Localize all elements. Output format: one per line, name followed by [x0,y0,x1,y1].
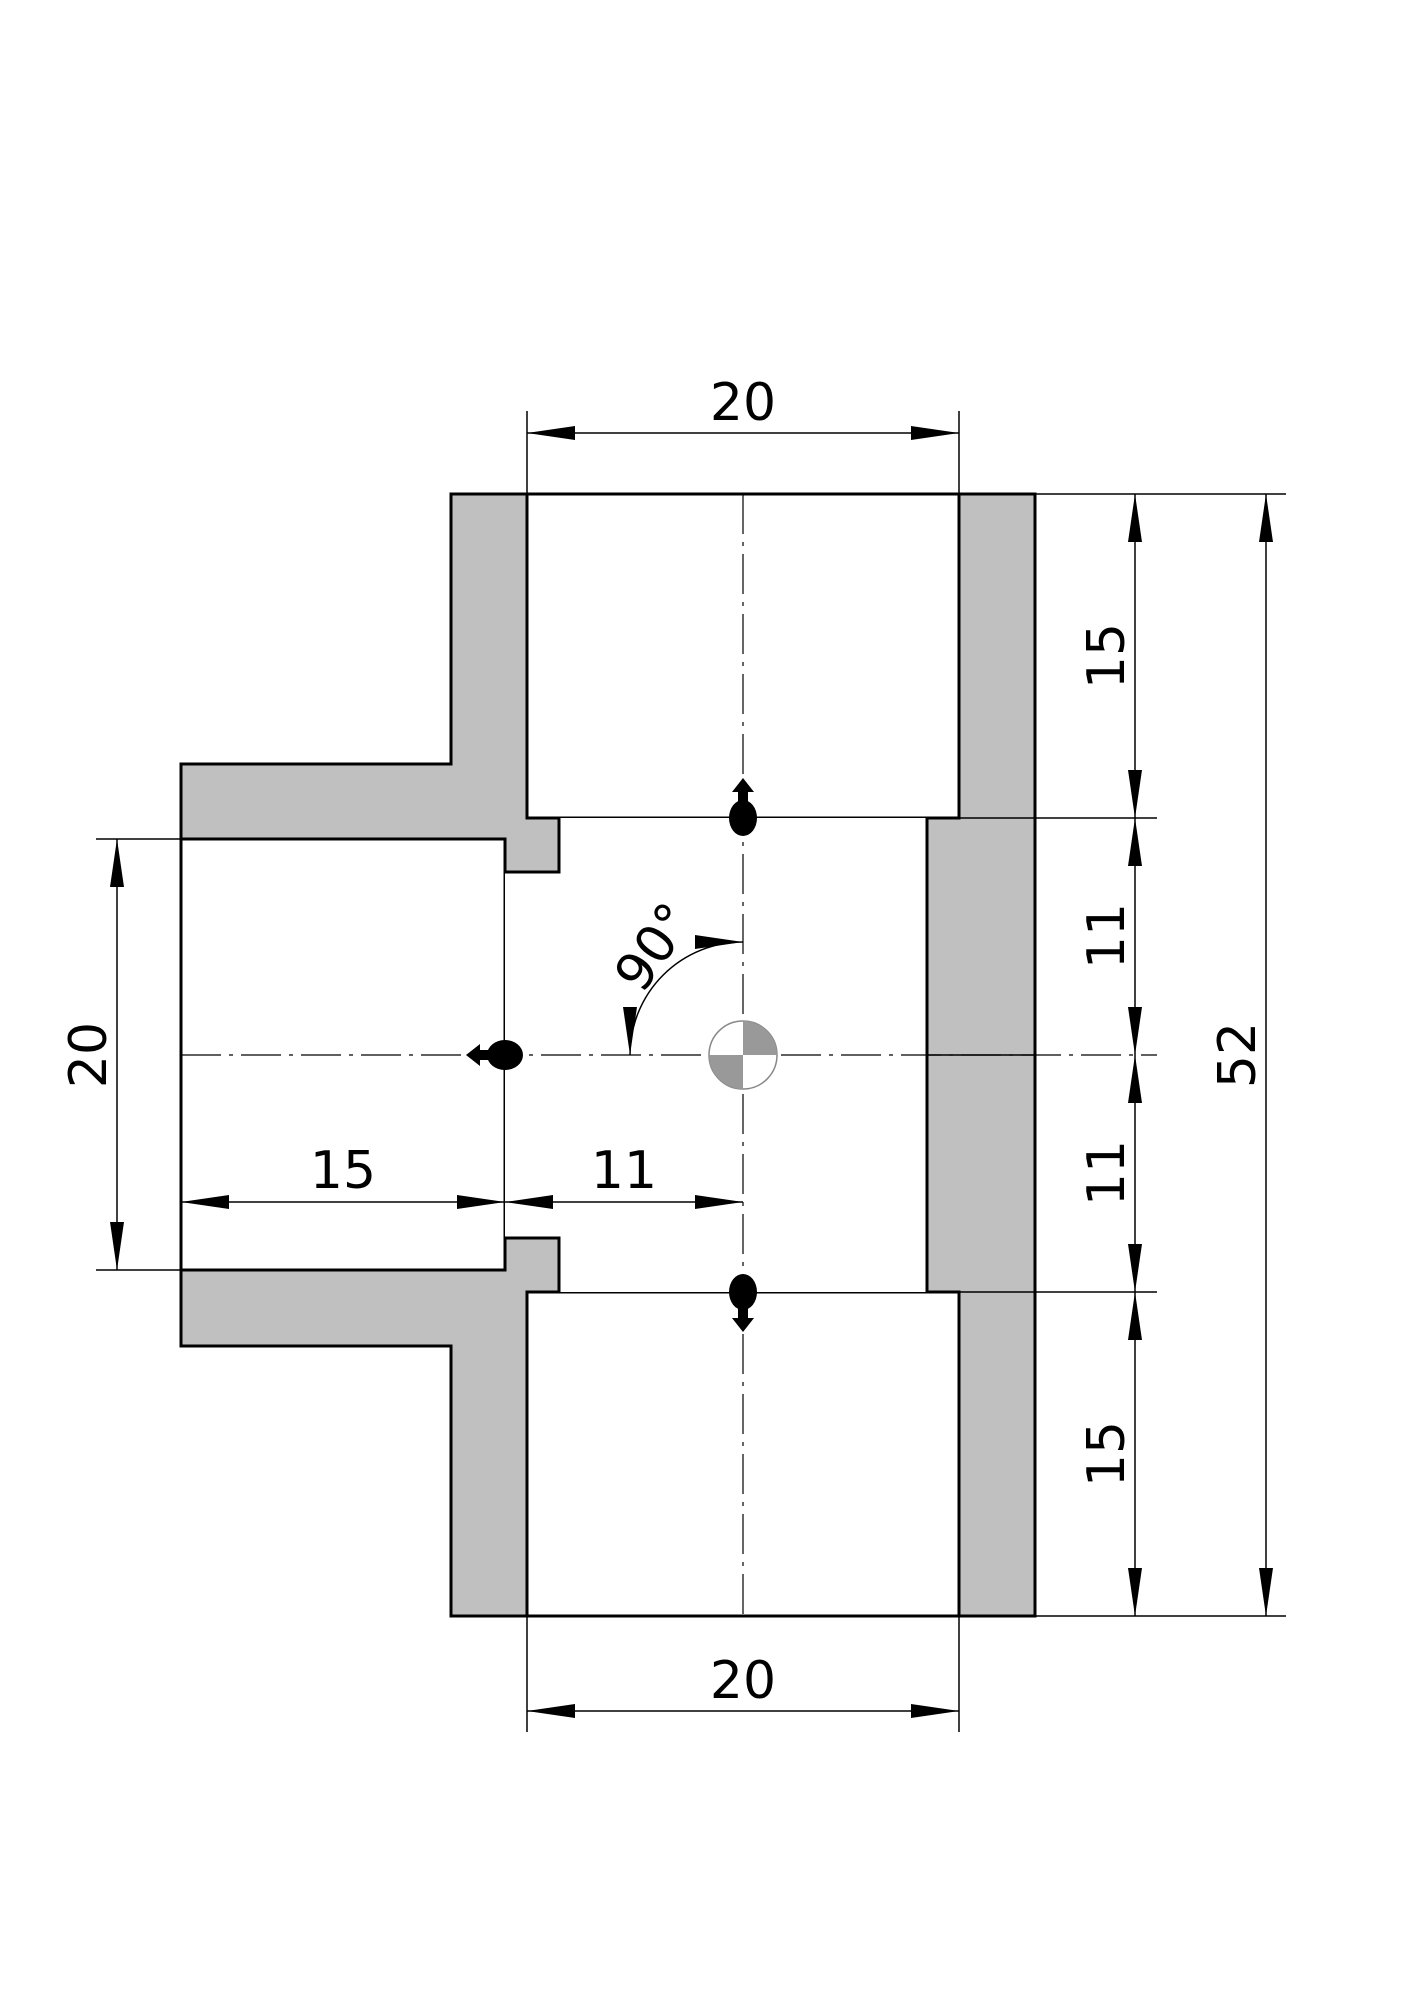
left-diameter-label: 20 [59,1022,119,1088]
left-diameter-dimension: 20 [59,838,181,1271]
top-width-dimension: 20 [526,373,960,494]
connection-markers [466,778,757,1332]
bottom-port-marker-icon [729,1274,757,1332]
right-lower-half-label: 11 [1077,1140,1137,1206]
right-top-depth-label: 15 [1077,623,1137,689]
left-to-center-label: 11 [591,1141,657,1201]
center-of-gravity-icon [708,1020,778,1090]
right-chain-dimensions: 15 11 11 15 52 [959,493,1286,1617]
left-port-marker-icon [466,1040,523,1070]
left-depth-label: 15 [310,1141,376,1201]
cavity-outline [505,816,561,874]
cavity-outline-lower [505,1236,561,1294]
bottom-width-dimension: 20 [526,1616,960,1732]
top-width-label: 20 [710,373,776,433]
overall-length-label: 52 [1208,1022,1268,1088]
right-bottom-depth-label: 15 [1077,1421,1137,1487]
top-port-marker-icon [729,778,757,836]
right-upper-half-label: 11 [1077,903,1137,969]
horizontal-depth-dimensions: 15 11 [181,1141,743,1209]
bottom-width-label: 20 [710,1651,776,1711]
